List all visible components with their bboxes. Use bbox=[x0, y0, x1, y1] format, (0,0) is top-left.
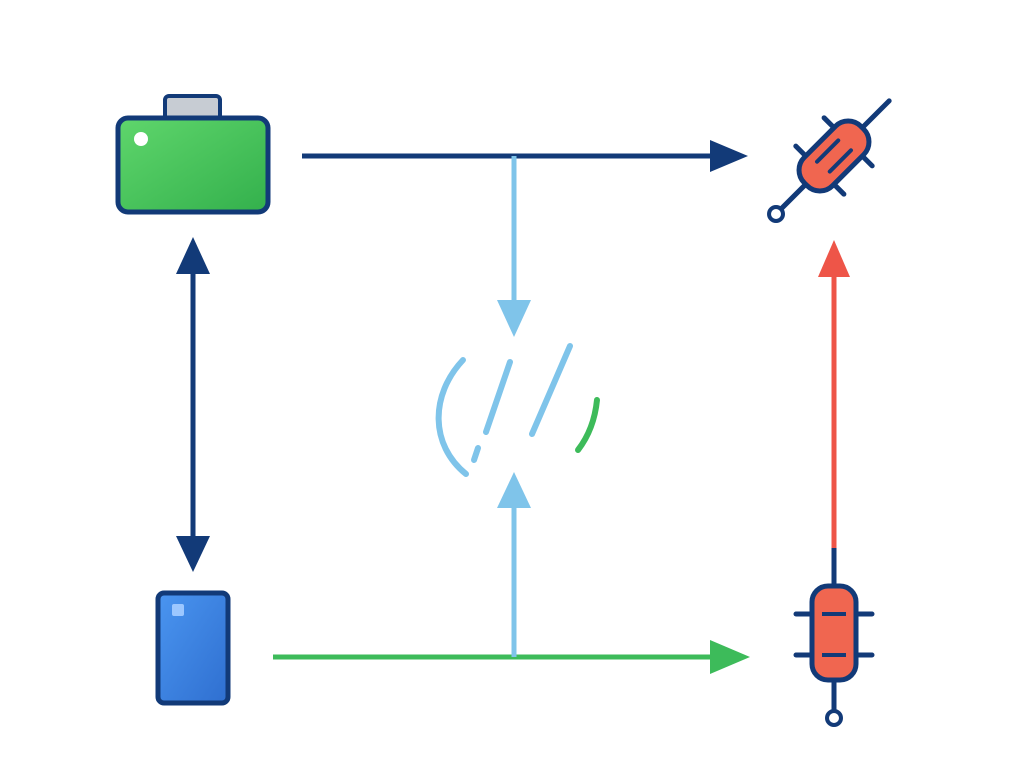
arrow-bottom-line-to-signal bbox=[497, 472, 531, 657]
arrow-phone-to-bottom-resistor bbox=[273, 640, 750, 674]
arrow-battery-phone-bidirectional bbox=[176, 237, 210, 572]
arrow-top-line-to-signal bbox=[497, 156, 531, 337]
phone-icon bbox=[155, 590, 231, 706]
signal-waves-icon bbox=[435, 343, 600, 477]
arrow-bottom-to-top-resistor bbox=[818, 240, 850, 548]
resistor-bottom-icon bbox=[793, 548, 875, 727]
resistor-top-icon bbox=[767, 98, 892, 223]
arrow-battery-to-top-resistor bbox=[302, 140, 748, 172]
battery-icon bbox=[115, 94, 271, 215]
